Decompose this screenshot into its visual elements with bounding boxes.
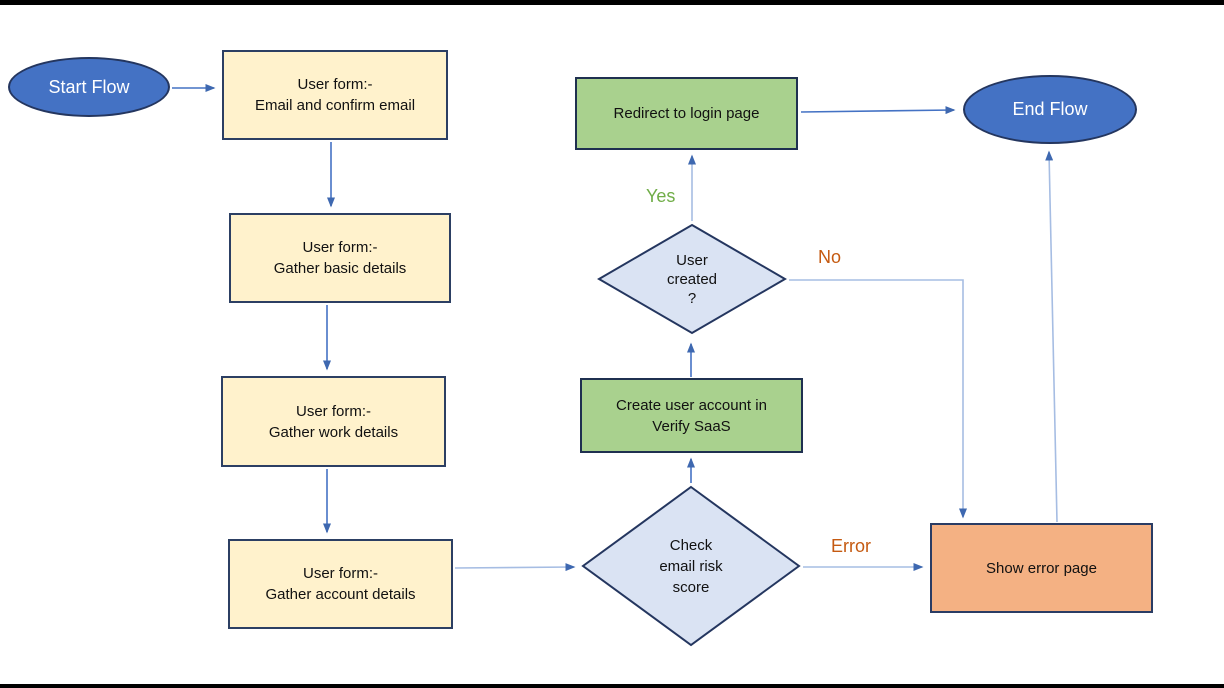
node-label-line: Gather account details: [265, 586, 416, 603]
node-label-line: Check: [669, 536, 713, 554]
node-label: Show error page: [986, 559, 1097, 577]
node-label-line: Gather basic details: [273, 260, 407, 277]
node-create-user-account: Create user account in Verify SaaS: [580, 378, 803, 453]
node-label-line: User form:-: [295, 402, 371, 420]
node-show-error-page: Show error page: [930, 523, 1153, 613]
node-label-line: User form:-: [297, 76, 373, 93]
node-label-line: User: [676, 251, 708, 269]
node-start-flow: Start Flow: [8, 57, 170, 117]
node-label-line: ?: [687, 289, 697, 307]
top-letterbox-bar: [0, 0, 1224, 5]
diamond-shape: [597, 223, 787, 335]
node-label-line: Create user account in: [616, 396, 767, 414]
node-form-email: User form:- Email and confirm email: [222, 50, 448, 140]
node-label-line: score: [672, 578, 710, 596]
node-check-email-risk: Check email risk score: [581, 485, 801, 647]
node-label: Start Flow: [48, 76, 130, 97]
node-redirect-login: Redirect to login page: [575, 77, 798, 150]
node-label-line: Email and confirm email: [254, 97, 416, 114]
node-label-line: User form:-: [303, 565, 378, 582]
edge-label-yes: Yes: [646, 186, 676, 206]
node-label-line: created: [666, 270, 718, 288]
edge-no-to-error: [789, 279, 967, 519]
edge-label-error: Error: [831, 536, 871, 556]
node-form-basic: User form:- Gather basic details: [229, 213, 451, 303]
edge-redirect-to-end: [800, 106, 956, 115]
node-label-line: email risk: [659, 557, 723, 575]
node-user-created: User created ?: [597, 223, 787, 335]
node-form-account: User form:- Gather account details: [228, 539, 453, 629]
node-end-flow: End Flow: [963, 75, 1137, 144]
bottom-letterbox-bar: [0, 684, 1224, 688]
edge-label-no: No: [818, 247, 842, 267]
edge-account-to-riskcheck: [454, 563, 576, 572]
diamond-shape: [581, 485, 801, 647]
edge-errorpage-to-end: [1045, 150, 1058, 523]
node-label-line: User form:-: [302, 239, 378, 256]
node-label-line: Gather work details: [268, 423, 399, 441]
node-form-work: User form:- Gather work details: [221, 376, 446, 467]
node-label-line: Verify SaaS: [652, 417, 731, 435]
node-label: End Flow: [1012, 99, 1088, 119]
node-label: Redirect to login page: [613, 105, 760, 122]
